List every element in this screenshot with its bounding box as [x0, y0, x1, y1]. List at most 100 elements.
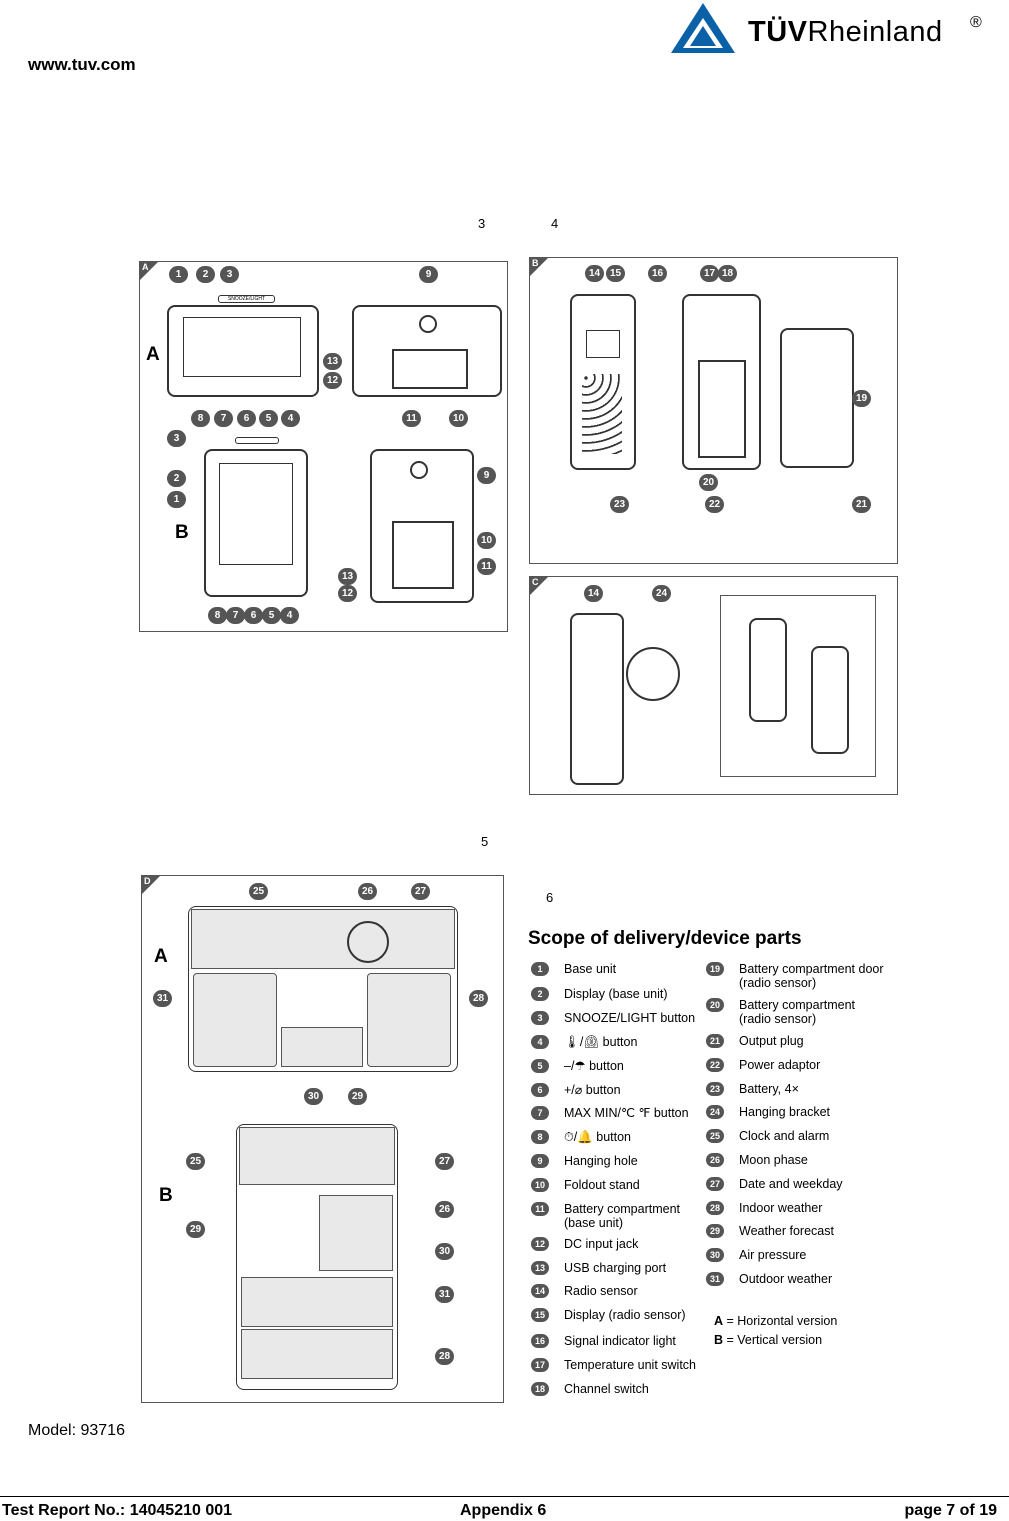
callout-badge: 9: [477, 467, 496, 484]
appendix-label: Appendix 6: [460, 1502, 547, 1519]
item-number-badge: 6: [531, 1083, 549, 1097]
callout-badge: 15: [606, 265, 625, 282]
radio-sensor: [570, 613, 624, 785]
item-number-badge: 16: [531, 1334, 549, 1348]
item-label: Battery compartment (base unit): [564, 1202, 681, 1230]
battery-compartment: [392, 349, 468, 389]
callout-badge: 2: [167, 470, 186, 487]
item-number-badge: 24: [706, 1105, 724, 1119]
callout-badge: 13: [338, 568, 357, 585]
item-label: DC input jack: [564, 1237, 639, 1251]
sensor-display: [586, 330, 620, 358]
item-number-badge: 28: [706, 1201, 724, 1215]
item-number-badge: 27: [706, 1177, 724, 1191]
item-number-badge: 10: [531, 1178, 549, 1192]
callout-badge: 28: [469, 990, 488, 1007]
item-label: +/⌀ button: [564, 1083, 621, 1097]
panel-d: D A B 25 26 27 31 28 30 29 25 27 29 26 3…: [141, 875, 504, 1403]
callout-badge: 5: [259, 410, 278, 427]
callout-badge: 6: [237, 410, 256, 427]
snooze-light-button: SNOOZE/LIGHT: [218, 295, 275, 303]
callout-badge: 10: [477, 532, 496, 549]
callout-badge: 20: [699, 474, 718, 491]
website-url: www.tuv.com: [28, 55, 136, 74]
callout-badge: 18: [718, 265, 737, 282]
version-letter: A: [154, 946, 168, 967]
callout-badge: 26: [435, 1201, 454, 1218]
item-number-badge: 14: [531, 1284, 549, 1298]
figure-page-number: 4: [551, 216, 559, 231]
footer-divider: [0, 1496, 1009, 1497]
item-number-badge: 23: [706, 1082, 724, 1096]
scope-title: Scope of delivery/device parts: [528, 928, 802, 949]
radio-sensor-back: [682, 294, 761, 470]
item-label: Date and weekday: [739, 1177, 843, 1191]
item-number-badge: 21: [706, 1034, 724, 1048]
callout-badge: 26: [358, 883, 377, 900]
item-number-badge: 11: [531, 1202, 549, 1216]
callout-badge: 28: [435, 1348, 454, 1365]
report-number: Test Report No.: 14045210 001: [2, 1502, 233, 1519]
callout-badge: 14: [584, 585, 603, 602]
display-horizontal: [188, 906, 458, 1072]
callout-badge: 4: [281, 410, 300, 427]
callout-badge: 6: [244, 607, 263, 624]
item-label: Weather forecast: [739, 1224, 834, 1238]
callout-badge: 7: [214, 410, 233, 427]
base-unit-back: [352, 305, 502, 397]
panel-c: C 14 24: [529, 576, 898, 795]
display: [183, 317, 301, 377]
hanging-bracket-detail: [626, 647, 680, 701]
callout-badge: 13: [323, 353, 342, 370]
indoor-area: [241, 1329, 393, 1379]
callout-badge: 22: [705, 496, 724, 513]
callout-badge: 30: [435, 1243, 454, 1260]
figure-page-number: 6: [546, 890, 554, 905]
indoor-area: [367, 973, 451, 1067]
callout-badge: 1: [167, 491, 186, 508]
panel-letter: C: [532, 577, 539, 587]
item-number-badge: 18: [531, 1382, 549, 1396]
item-label: Display (base unit): [564, 987, 668, 1001]
panel-b: B 14 15 16 17 18 19 20 23 22 21: [529, 257, 898, 564]
callout-badge: 12: [338, 585, 357, 602]
callout-badge: 29: [186, 1221, 205, 1238]
callout-badge: 27: [435, 1153, 454, 1170]
item-label: MAX MIN/℃ ℉ button: [564, 1106, 689, 1120]
radio-sensor-front: [570, 294, 636, 470]
item-label: Hanging bracket: [739, 1105, 831, 1119]
clock-area: [191, 909, 455, 969]
item-number-badge: 15: [531, 1308, 549, 1322]
item-number-badge: 22: [706, 1058, 724, 1072]
callout-badge: 14: [585, 265, 604, 282]
version-letter: B: [175, 522, 189, 543]
item-number-badge: 25: [706, 1129, 724, 1143]
callout-badge: 29: [348, 1088, 367, 1105]
item-label: Outdoor weather: [739, 1272, 833, 1286]
item-label: –/☂ button: [564, 1059, 624, 1073]
item-number-badge: 31: [706, 1272, 724, 1286]
moon-pressure-area: [319, 1195, 393, 1271]
callout-badge: 23: [610, 496, 629, 513]
registered-mark: ®: [970, 14, 982, 31]
base-unit-back-vertical: [370, 449, 474, 603]
version-letter: B: [159, 1185, 173, 1206]
item-number-badge: 26: [706, 1153, 724, 1167]
page-number: page 7 of 19: [904, 1502, 997, 1519]
callout-badge: 8: [191, 410, 210, 427]
callout-badge: 12: [323, 372, 342, 389]
callout-badge: 24: [652, 585, 671, 602]
callout-badge: 3: [220, 266, 239, 283]
hanging-hole: [419, 315, 437, 333]
item-number-badge: 5: [531, 1059, 549, 1073]
item-number-badge: 12: [531, 1237, 549, 1251]
figure-page-number: 5: [481, 834, 489, 849]
callout-badge: 25: [249, 883, 268, 900]
item-label: Hanging hole: [564, 1154, 638, 1168]
panel-letter: A: [142, 262, 149, 272]
foldout-stand: [392, 521, 454, 589]
figure-page-number: 3: [478, 216, 486, 231]
callout-badge: 11: [477, 558, 496, 575]
display: [219, 463, 293, 565]
callout-badge: 4: [280, 607, 299, 624]
